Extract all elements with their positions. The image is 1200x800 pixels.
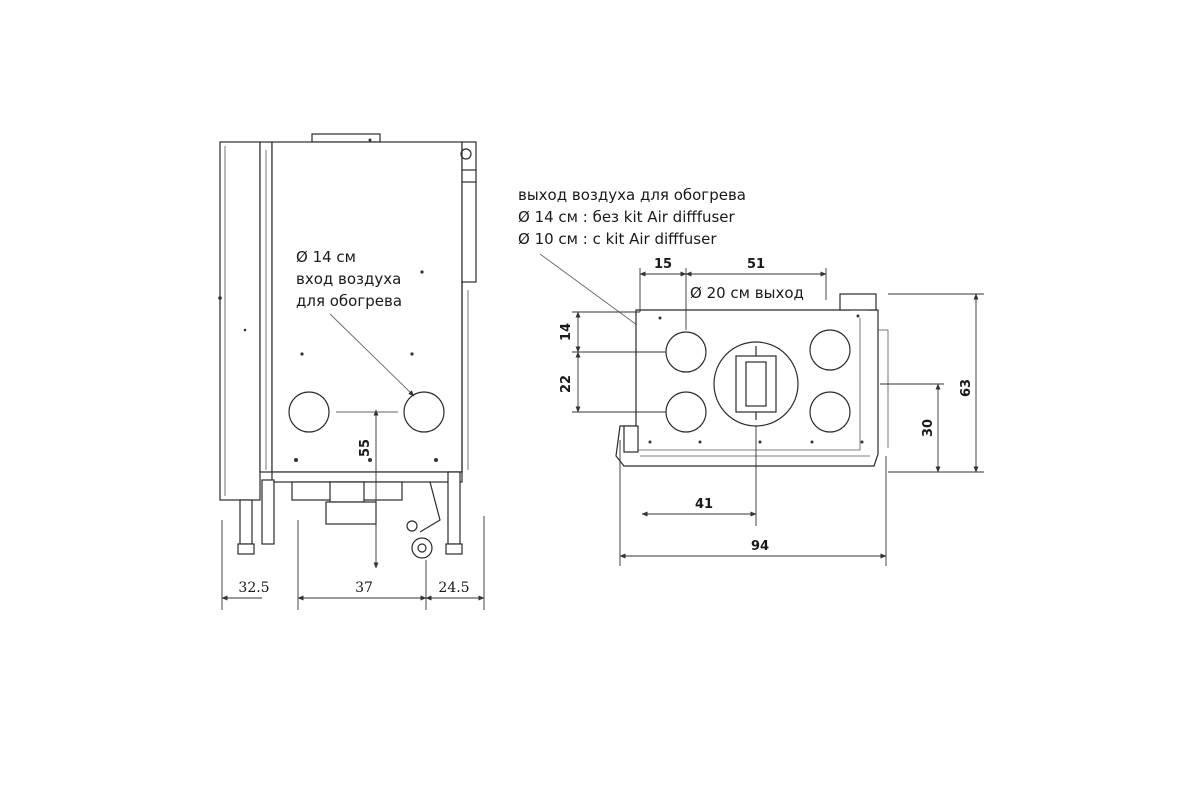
inlet-callout-line3: для обогрева xyxy=(296,292,402,310)
outlet-leader xyxy=(539,253,653,337)
air-inlet-right xyxy=(403,391,445,433)
side-view: Ø 14 см вход воздуха для обогрева 55 32.… xyxy=(218,133,485,610)
foot-rear xyxy=(445,543,463,555)
ash-box-inner xyxy=(329,481,365,503)
front-panel xyxy=(219,141,261,501)
left-step xyxy=(623,425,639,453)
base-strip xyxy=(271,471,463,483)
flue-callout-line1: Ø 20 см выход xyxy=(690,284,804,302)
dim-63-label: 63 xyxy=(959,379,974,397)
ash-drawer xyxy=(325,501,377,525)
dim-37-label: 37 xyxy=(355,580,373,596)
outlet-callout-line2: Ø 14 см : без kit Air difffuser xyxy=(518,208,736,226)
leg-front xyxy=(239,499,253,545)
dim-32-5-label: 32.5 xyxy=(238,580,269,596)
dim-94-label: 94 xyxy=(751,539,769,554)
body-dots xyxy=(218,138,424,356)
outlet-callout-line1: выход воздуха для обогрева xyxy=(518,186,746,204)
leg-front-2 xyxy=(261,479,275,545)
wheel-arm xyxy=(419,481,441,533)
dim-51-label: 51 xyxy=(747,257,765,272)
dim-22-label: 22 xyxy=(559,375,574,393)
air-inlet-left xyxy=(288,391,330,433)
outlet-bottom-right xyxy=(809,391,851,433)
outlet-callout-line3: Ø 10 см : с kit Air difffuser xyxy=(518,230,717,248)
dim-41-label: 41 xyxy=(695,497,713,512)
inlet-callout-line1: Ø 14 см xyxy=(296,248,356,266)
rear-top-part xyxy=(461,141,477,283)
top-corner-block xyxy=(839,293,877,311)
inlet-callout-line2: вход воздуха xyxy=(296,270,401,288)
dim-15-label: 15 xyxy=(654,257,672,272)
dim-55-label: 55 xyxy=(358,439,373,457)
leg-rear xyxy=(447,471,461,545)
wheel xyxy=(411,537,433,559)
foot-front xyxy=(237,543,255,555)
dim-30-label: 30 xyxy=(921,419,936,437)
inlet-leader xyxy=(329,313,415,397)
outlet-top-right xyxy=(809,329,851,371)
top-view: выход воздуха для обогрева Ø 14 см : без… xyxy=(518,186,984,566)
dim-14-label: 14 xyxy=(559,323,574,341)
dim-24-5-label: 24.5 xyxy=(438,580,469,596)
outlet-bottom-left xyxy=(665,391,707,433)
outlet-top-left xyxy=(665,331,707,373)
